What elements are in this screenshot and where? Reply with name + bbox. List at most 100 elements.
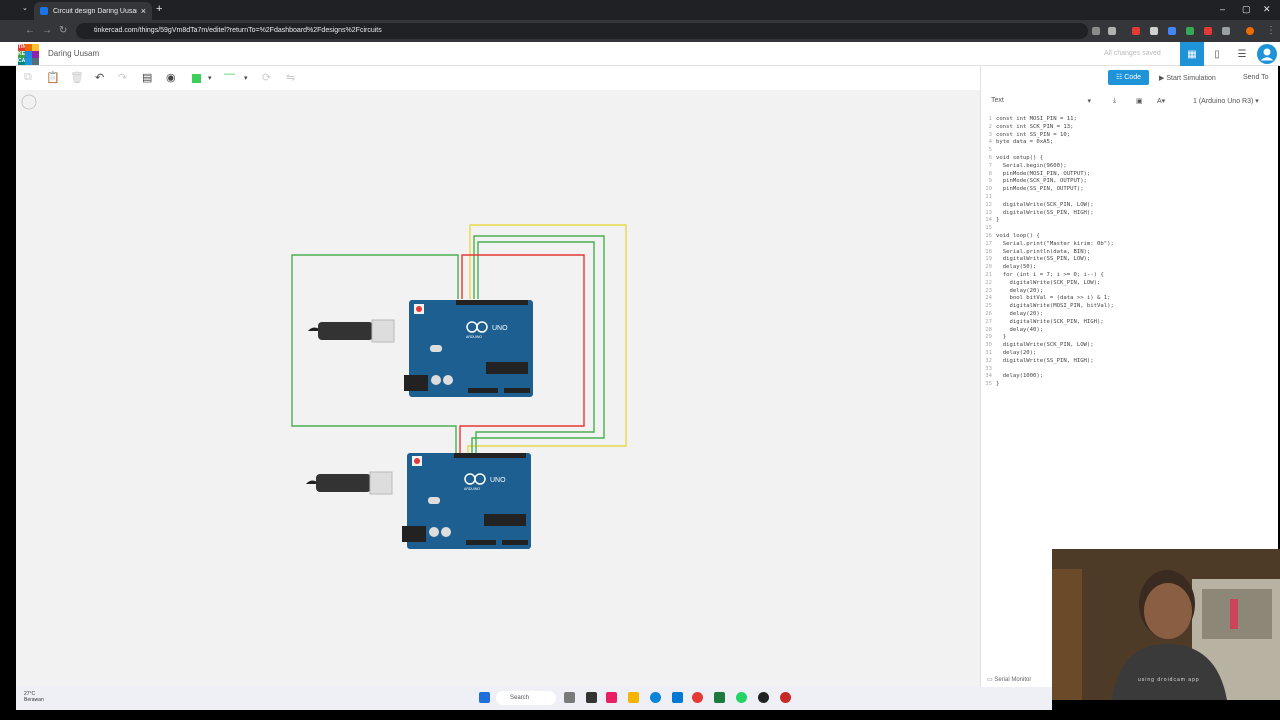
code-line[interactable]: 23 delay(20); <box>981 288 1279 296</box>
code-line[interactable]: 34 delay(1000); <box>981 373 1279 381</box>
obs-icon[interactable] <box>758 692 769 703</box>
code-line[interactable]: 13 digitalWrite(SS_PIN, HIGH); <box>981 210 1279 218</box>
code-line[interactable]: 21 for (int i = 7; i >= 0; i--) { <box>981 272 1279 280</box>
code-line[interactable]: 8 pinMode(MOSI_PIN, OUTPUT); <box>981 171 1279 179</box>
new-tab-icon[interactable]: + <box>156 3 163 15</box>
extension-icon[interactable] <box>1150 27 1158 35</box>
tab-search-icon[interactable]: ⌄ <box>22 5 28 12</box>
code-line[interactable]: 18 Serial.println(data, BIN); <box>981 249 1279 257</box>
close-tab-icon[interactable]: × <box>140 6 146 16</box>
extension-icon[interactable] <box>1168 27 1176 35</box>
code-line[interactable]: 27 digitalWrite(SCK_PIN, HIGH); <box>981 319 1279 327</box>
circuit-workplane[interactable]: UNO ARDUINO UNO ARDUINO <box>16 90 980 687</box>
font-size-icon[interactable]: A▾ <box>1157 98 1166 105</box>
code-line[interactable]: 35} <box>981 381 1279 389</box>
back-icon[interactable]: ← <box>25 25 35 36</box>
profile-avatar[interactable] <box>1246 27 1254 35</box>
delete-icon[interactable]: 🗑 <box>70 72 84 84</box>
download-icon[interactable]: ⤓ <box>1113 97 1117 104</box>
user-avatar-icon[interactable] <box>1255 42 1279 66</box>
code-line[interactable]: 10 pinMode(SS_PIN, OUTPUT); <box>981 186 1279 194</box>
extension-icon[interactable] <box>1132 27 1140 35</box>
windows-start-icon[interactable] <box>479 692 490 703</box>
task-view-icon[interactable] <box>586 692 597 703</box>
code-line[interactable]: 25 digitalWrite(MOSI_PIN, bitVal); <box>981 303 1279 311</box>
browser-tab[interactable]: Circuit design Daring Uusam - ... × <box>34 2 152 20</box>
chrome-icon[interactable] <box>692 692 703 703</box>
code-line[interactable]: 26 delay(20); <box>981 311 1279 319</box>
chevron-down-icon[interactable]: ▾ <box>208 75 212 82</box>
forward-icon[interactable]: → <box>42 25 52 36</box>
flip-icon[interactable]: ⇋ <box>286 72 296 84</box>
install-app-icon[interactable] <box>1092 27 1100 35</box>
code-line[interactable]: 19 digitalWrite(SS_PIN, LOW); <box>981 256 1279 264</box>
minimize-icon[interactable]: – <box>1220 4 1226 14</box>
components-icon[interactable]: ▯ <box>1214 48 1220 60</box>
board-select[interactable]: 1 (Arduino Uno R3) ▾ <box>1193 98 1259 105</box>
start-simulation-button[interactable]: ▶ Start Simulation <box>1159 75 1216 82</box>
chevron-down-icon[interactable]: ▾ <box>244 75 248 82</box>
tinkercad-logo[interactable]: TIN KER CAD <box>18 44 39 65</box>
code-line[interactable]: 11 <box>981 194 1279 202</box>
rotate-icon[interactable]: ⟳ <box>262 72 272 84</box>
design-name[interactable]: Daring Uusam <box>48 49 100 58</box>
schematic-view-icon[interactable]: ☰ <box>1237 48 1247 60</box>
redo-icon[interactable]: ↷ <box>118 72 128 84</box>
code-line[interactable]: 7 Serial.begin(9600); <box>981 163 1279 171</box>
app-icon[interactable] <box>780 692 791 703</box>
circuit-view-icon[interactable]: ▦ <box>1180 42 1204 66</box>
code-line[interactable]: 9 pinMode(SCK_PIN, OUTPUT); <box>981 178 1279 186</box>
editor-mode-select[interactable]: Text ▾ <box>991 97 1091 105</box>
serial-monitor-button[interactable]: ▭ Serial Monitor <box>987 677 1032 683</box>
app-icon[interactable] <box>606 692 617 703</box>
address-bar[interactable]: tinkercad.com/things/59gVm8dTa7m/editel?… <box>76 23 1088 39</box>
notes-icon[interactable]: ▤ <box>142 72 153 84</box>
code-line[interactable]: 20 delay(50); <box>981 264 1279 272</box>
extension-icon[interactable] <box>1204 27 1212 35</box>
code-line[interactable]: 12 digitalWrite(SCK_PIN, LOW); <box>981 202 1279 210</box>
library-icon[interactable]: ▣ <box>1136 98 1143 105</box>
code-line[interactable]: 17 Serial.print("Master kirim: 0b"); <box>981 241 1279 249</box>
undo-icon[interactable]: ↶ <box>95 72 105 84</box>
reload-icon[interactable]: ↻ <box>59 25 68 36</box>
code-line[interactable]: 32 digitalWrite(SS_PIN, HIGH); <box>981 358 1279 366</box>
bookmark-star-icon[interactable] <box>1108 27 1116 35</box>
code-line[interactable]: 28 delay(40); <box>981 327 1279 335</box>
code-line[interactable]: 22 digitalWrite(SCK_PIN, LOW); <box>981 280 1279 288</box>
code-line[interactable]: 33 <box>981 366 1279 374</box>
edge-icon[interactable] <box>650 692 661 703</box>
code-line[interactable]: 15 <box>981 225 1279 233</box>
excel-icon[interactable] <box>714 692 725 703</box>
code-line[interactable]: 31 delay(20); <box>981 350 1279 358</box>
code-line[interactable]: 5 <box>981 147 1279 155</box>
browser-menu-icon[interactable]: ⋮ <box>1266 25 1276 36</box>
wire-color-swatch[interactable] <box>192 74 201 83</box>
code-line[interactable]: 29 } <box>981 334 1279 342</box>
code-button[interactable]: ☷ Code <box>1108 70 1149 85</box>
weather-widget[interactable]: 27°C Berawan <box>24 691 44 703</box>
whatsapp-icon[interactable] <box>736 692 747 703</box>
send-to-button[interactable]: Send To <box>1243 74 1269 81</box>
maximize-icon[interactable]: ▢ <box>1242 4 1251 14</box>
copy-icon[interactable]: ⧉ <box>24 71 32 83</box>
close-window-icon[interactable]: ✕ <box>1263 4 1271 14</box>
paste-icon[interactable]: 📋 <box>46 72 60 84</box>
wire-type-icon[interactable]: — <box>224 68 235 80</box>
extensions-puzzle-icon[interactable] <box>1222 27 1230 35</box>
widgets-icon[interactable] <box>564 692 575 703</box>
notes-toggle-icon[interactable]: ◉ <box>166 72 176 84</box>
code-line[interactable]: 14} <box>981 217 1279 225</box>
taskbar-search[interactable]: Search <box>496 691 556 705</box>
code-line[interactable]: 30 digitalWrite(SCK_PIN, LOW); <box>981 342 1279 350</box>
file-explorer-icon[interactable] <box>628 692 639 703</box>
store-icon[interactable] <box>672 692 683 703</box>
extension-icon[interactable] <box>1186 27 1194 35</box>
circuit-canvas[interactable]: UNO ARDUINO UNO ARDUINO <box>16 90 980 687</box>
